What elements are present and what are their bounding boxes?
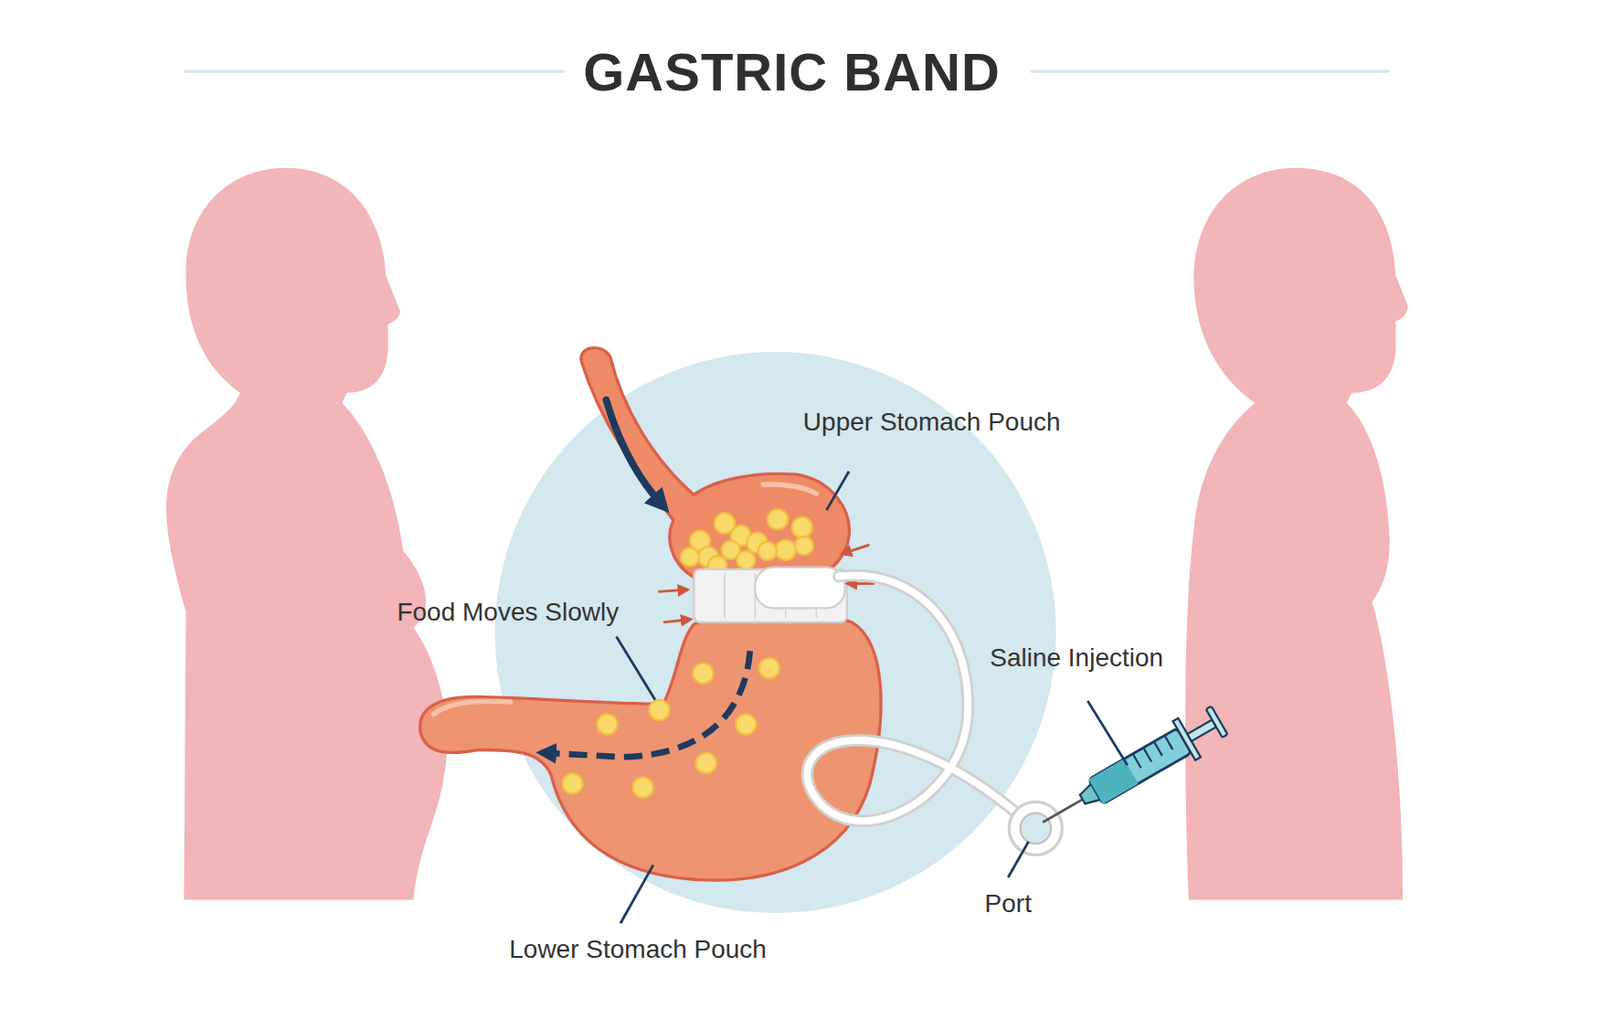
callout-label: Upper Stomach Pouch bbox=[803, 407, 1061, 437]
band-buckle bbox=[754, 567, 845, 609]
food-pieces-lower bbox=[561, 657, 780, 798]
swallow-arrow bbox=[605, 400, 661, 505]
before-silhouette bbox=[166, 168, 447, 901]
pouch-highlight bbox=[762, 484, 816, 494]
lower-stomach bbox=[420, 613, 881, 880]
callout-label: Lower Stomach Pouch bbox=[508, 934, 767, 965]
callout-label: Food Moves Slowly bbox=[396, 597, 619, 627]
slow-flow-arrow bbox=[546, 650, 751, 757]
callout-label: Saline Injection bbox=[989, 643, 1164, 673]
leader-lines bbox=[616, 471, 1128, 924]
food-pieces bbox=[680, 508, 814, 574]
port bbox=[1008, 801, 1062, 855]
diagram-title: GASTRIC BAND bbox=[582, 41, 1001, 103]
title-rule bbox=[1030, 69, 1390, 73]
band-tube bbox=[806, 575, 1020, 822]
band-tube-inner bbox=[806, 575, 1020, 822]
compression-arrows bbox=[657, 544, 875, 623]
port-septum bbox=[1020, 813, 1051, 844]
duodenum-highlight bbox=[434, 700, 511, 714]
after-silhouette bbox=[1185, 168, 1409, 901]
syringe bbox=[1031, 700, 1231, 842]
title-rule bbox=[183, 69, 564, 73]
upper-pouch bbox=[581, 348, 850, 583]
callout-label: Port bbox=[985, 889, 1032, 919]
